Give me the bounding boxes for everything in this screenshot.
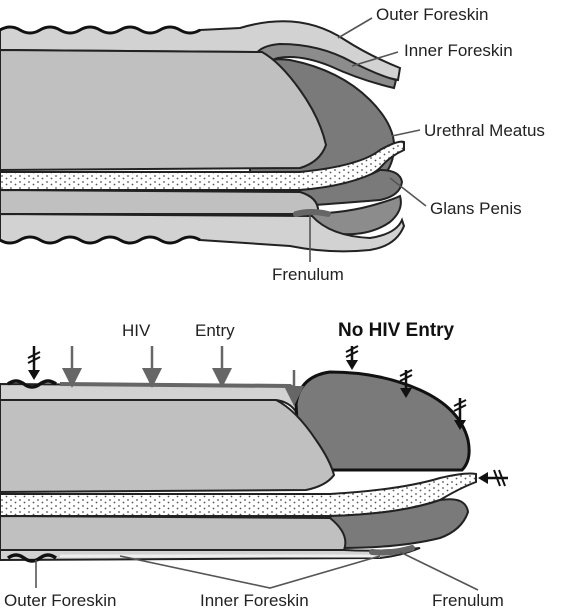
- label-bottom-frenulum: Frenulum: [432, 591, 504, 610]
- leader-bottom-inner-foreskin: [120, 556, 380, 588]
- label-no-hiv-entry: No HIV Entry: [338, 320, 455, 341]
- arrow-blocked-glans-1: [346, 346, 358, 370]
- top-shaft: [0, 50, 326, 170]
- label-bottom-outer-foreskin: Outer Foreskin: [4, 591, 116, 610]
- bottom-shaft: [0, 400, 334, 492]
- label-glans-penis: Glans Penis: [430, 199, 522, 218]
- label-frenulum: Frenulum: [272, 265, 344, 284]
- bottom-diagram: HIV Entry No HIV Entry: [0, 320, 508, 610]
- top-lower-shaft: [0, 190, 318, 214]
- top-frenulum-mark: [296, 212, 328, 214]
- leader-bottom-frenulum: [400, 552, 478, 590]
- bottom-outer-skin-lower: [0, 548, 420, 560]
- label-bottom-inner-foreskin: Inner Foreskin: [200, 591, 309, 610]
- label-inner-foreskin: Inner Foreskin: [404, 41, 513, 60]
- arrow-blocked-outer: [28, 346, 40, 380]
- bottom-lower-shaft: [0, 516, 345, 550]
- label-hiv: HIV: [122, 321, 151, 340]
- label-outer-foreskin: Outer Foreskin: [376, 5, 488, 24]
- label-entry: Entry: [195, 321, 235, 340]
- leader-outer-foreskin: [338, 18, 372, 38]
- arrow-blocked-meatus: [478, 470, 508, 486]
- top-diagram: Outer Foreskin Inner Foreskin Urethral M…: [0, 5, 545, 284]
- leader-urethral-meatus: [392, 130, 420, 136]
- label-urethral-meatus: Urethral Meatus: [424, 121, 545, 140]
- bottom-frenulum-mark: [372, 548, 412, 553]
